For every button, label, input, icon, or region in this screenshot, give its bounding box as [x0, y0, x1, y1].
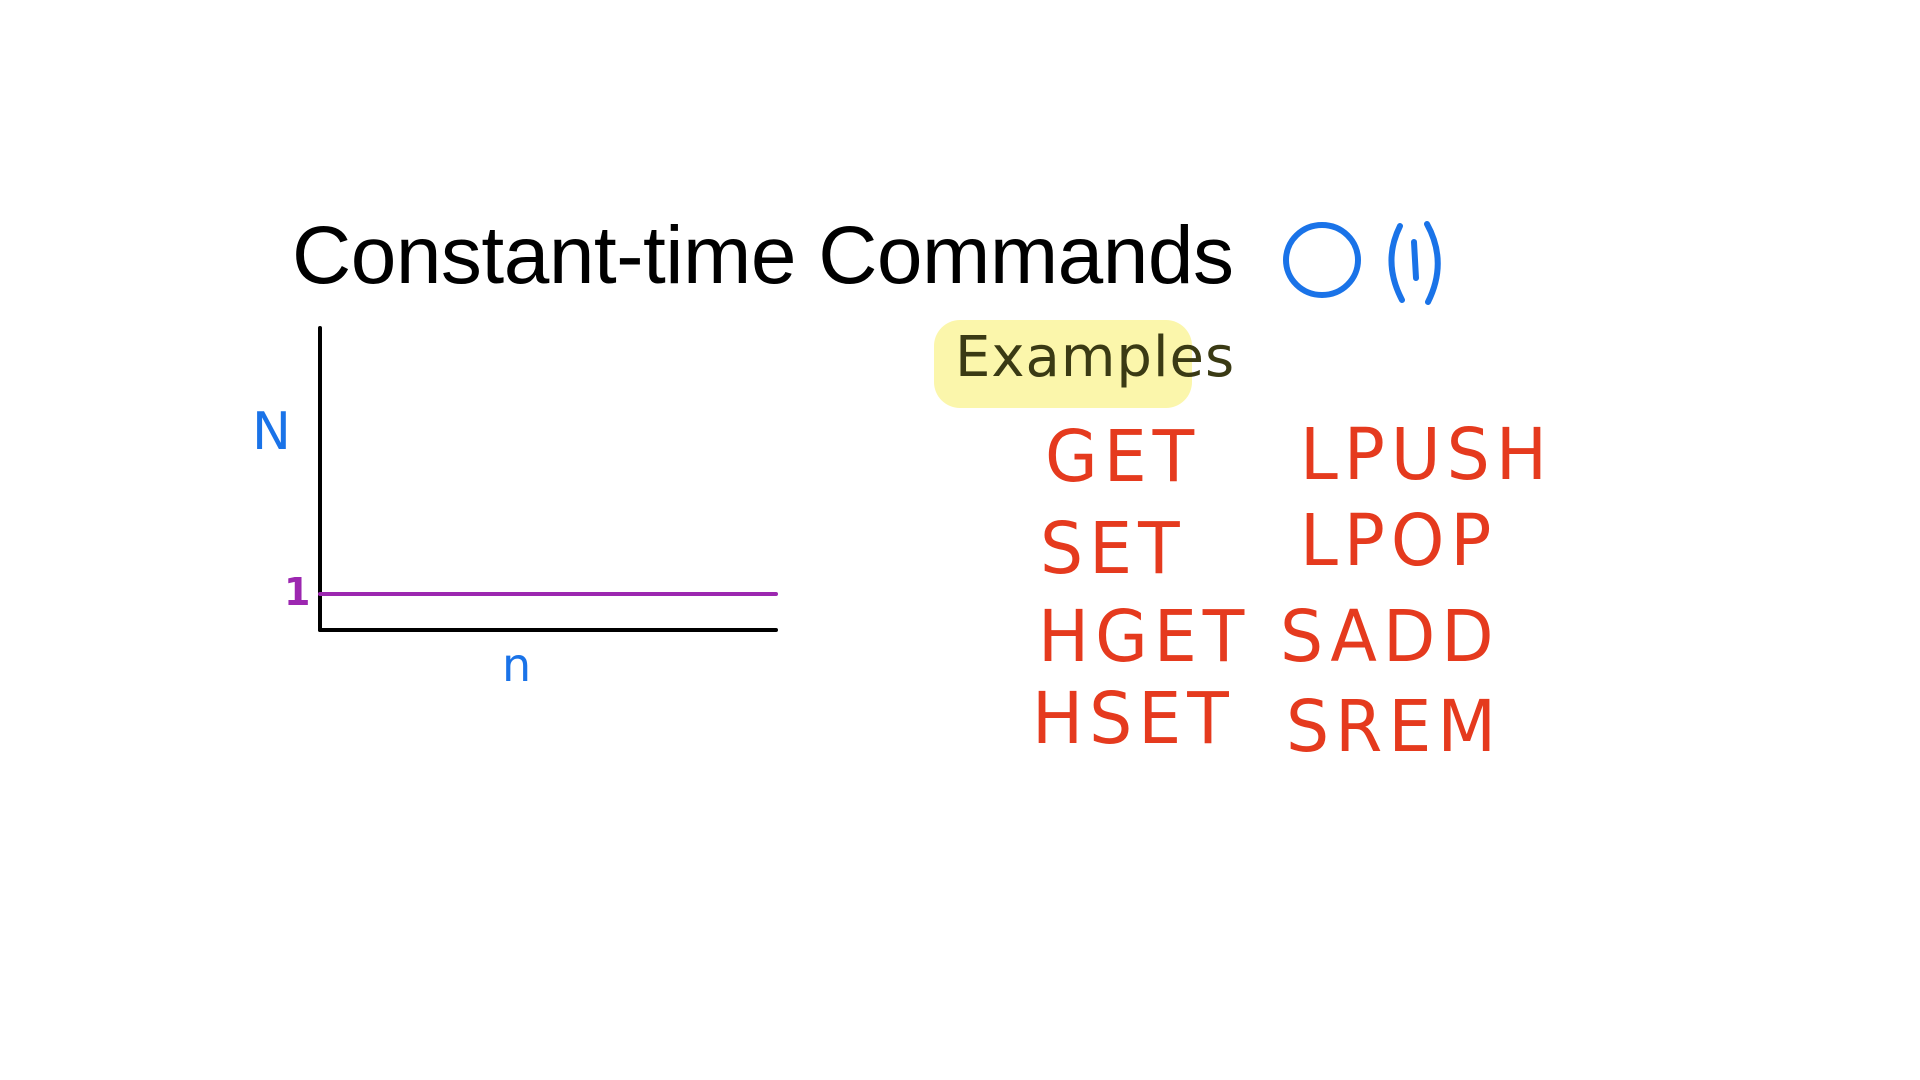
- command-lpush: LPUSH: [1300, 414, 1553, 497]
- constant-tick-label: 1: [284, 570, 311, 614]
- big-o-notation: [1283, 221, 1441, 305]
- examples-highlight: [934, 320, 1192, 408]
- command-lpop: LPOP: [1300, 500, 1498, 583]
- command-sadd: SADD: [1280, 596, 1500, 679]
- big-o-letter: [1283, 222, 1361, 298]
- examples-heading: Examples: [955, 325, 1236, 390]
- big-o-open-paren: [1388, 223, 1405, 303]
- command-set: SET: [1040, 508, 1186, 591]
- command-hset: HSET: [1032, 678, 1235, 761]
- big-o-one: [1411, 239, 1419, 281]
- complexity-graph: [318, 326, 778, 632]
- slide-title: Constant-time Commands: [292, 210, 1234, 301]
- command-hget: HGET: [1038, 596, 1251, 679]
- y-axis-label: N: [252, 402, 291, 462]
- command-get: GET: [1045, 416, 1201, 499]
- x-axis-label: n: [502, 638, 532, 692]
- big-o-close-paren: [1424, 221, 1441, 305]
- command-srem: SREM: [1286, 686, 1503, 769]
